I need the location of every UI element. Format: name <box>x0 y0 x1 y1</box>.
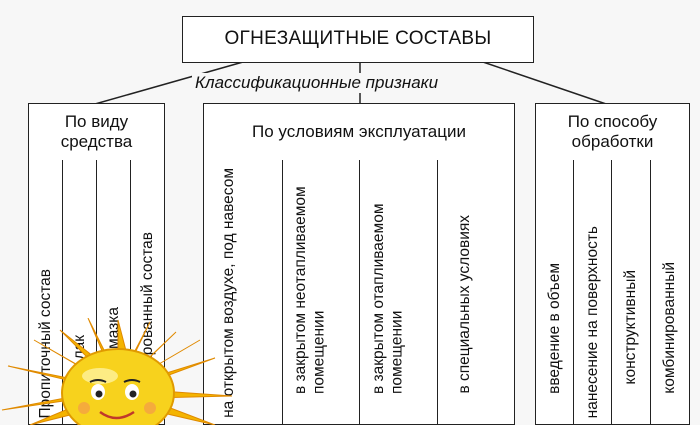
category-method: По способу обработки <box>535 103 690 161</box>
item-cond-1: на открытом воздухе, под навесом <box>203 160 283 425</box>
title-box: ОГНЕЗАЩИТНЫЕ СОСТАВЫ <box>182 16 534 63</box>
item-method-3: конструктивный <box>611 160 651 425</box>
item-cond-2: в закрытом неотапливаемом помещении <box>282 160 360 425</box>
item-method-2: нанесение на поверхность <box>573 160 612 425</box>
sun-icon <box>1 318 233 425</box>
diagram-title: ОГНЕЗАЩИТНЫЕ СОСТАВЫ <box>224 28 492 50</box>
category-kind: По виду средства <box>28 103 165 161</box>
item-kind-1: Пропиточный состав <box>28 160 63 425</box>
subtitle: Классификационные признаки <box>192 73 442 93</box>
category-conditions: По условиям эксплуатации <box>203 103 515 161</box>
item-cond-3: в закрытом отапливаемом помещении <box>359 160 438 425</box>
item-cond-4: в специальных условиях <box>437 160 515 425</box>
item-method-4: комбинированный <box>650 160 690 425</box>
item-method-1: введение в объем <box>535 160 574 425</box>
